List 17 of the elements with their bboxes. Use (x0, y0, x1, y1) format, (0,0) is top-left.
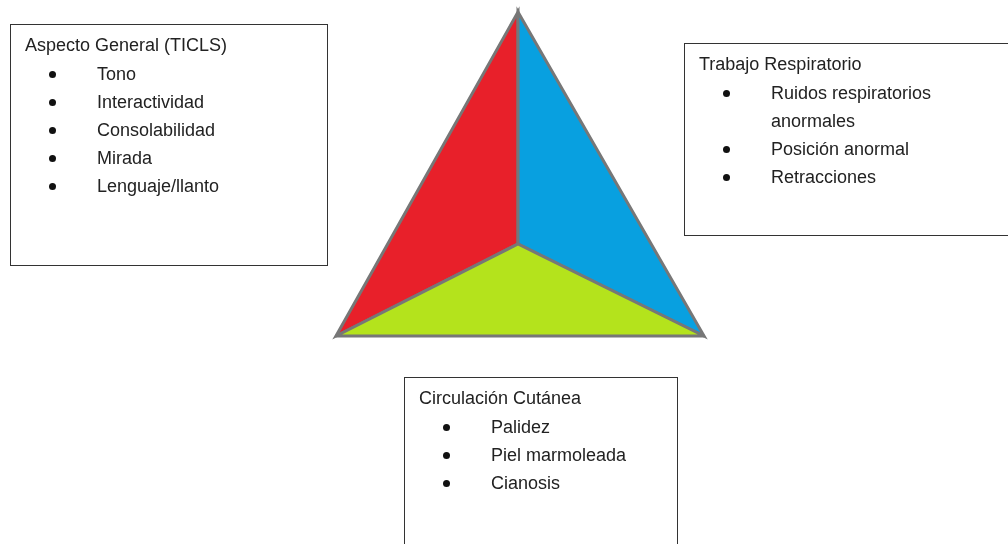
list-item-text: Lenguaje/llanto (97, 176, 220, 196)
box-heading: Aspecto General (TICLS) (25, 35, 229, 56)
list-item-text: Consolabilidad (97, 120, 216, 140)
box-heading: Circulación Cutánea (419, 388, 583, 409)
text-box (684, 43, 1008, 236)
text-box (10, 24, 328, 266)
box-heading: Trabajo Respiratorio (699, 54, 863, 75)
text-box (404, 377, 678, 544)
list-item-text: Ruidos respiratorios anormales (771, 83, 932, 131)
list-item-text: Tono (97, 64, 137, 84)
list-item-text: Retracciones (771, 167, 877, 187)
list-item-text: Mirada (97, 148, 153, 168)
list-item-text: Cianosis (491, 473, 561, 493)
list-item-text: Piel marmoleada (491, 445, 627, 465)
list-item-text: Posición anormal (771, 139, 910, 159)
list-item-text: Interactividad (97, 92, 205, 112)
list-item-text: Palidez (491, 417, 551, 437)
